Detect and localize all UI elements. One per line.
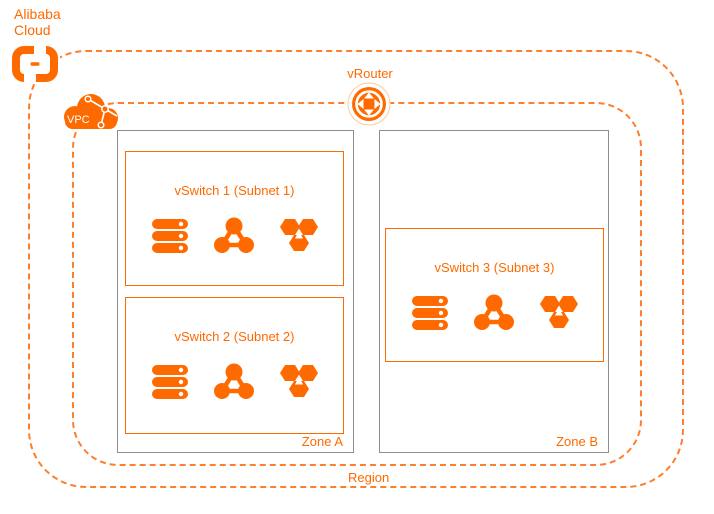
hexagon-cluster-icon — [279, 364, 318, 397]
vswitch-3: vSwitch 3 (Subnet 3) — [385, 228, 604, 362]
server-stack-icon — [411, 295, 448, 330]
vpc-label: VPC — [67, 114, 90, 126]
node-triangle-icon — [214, 217, 254, 254]
server-stack-icon — [151, 218, 188, 253]
zone-b-label: Zone B — [556, 434, 598, 449]
vrouter-label: vRouter — [347, 66, 393, 81]
vswitch-2: vSwitch 2 (Subnet 2) — [125, 297, 344, 434]
zone-b: vSwitch 3 (Subnet 3) Zone B — [379, 130, 609, 453]
vswitch-3-resources — [386, 294, 603, 331]
vpc-cloud-icon: VPC — [64, 94, 118, 129]
region-boundary — [28, 50, 684, 488]
vswitch-2-title: vSwitch 2 (Subnet 2) — [174, 329, 295, 344]
vswitch-1-title: vSwitch 1 (Subnet 1) — [174, 183, 295, 198]
hexagon-cluster-icon — [539, 295, 578, 328]
node-triangle-icon — [474, 294, 514, 331]
vswitch-1-resources — [126, 217, 343, 254]
hexagon-cluster-icon — [279, 218, 318, 251]
server-stack-icon — [151, 364, 188, 399]
vswitch-3-title: vSwitch 3 (Subnet 3) — [434, 260, 555, 275]
zone-a: vSwitch 1 (Subnet 1) vSwitch 2 (Subnet 2… — [117, 130, 354, 453]
vswitch-2-resources — [126, 363, 343, 400]
node-triangle-icon — [214, 363, 254, 400]
vrouter-icon — [347, 82, 391, 126]
brand: Alibaba Cloud — [14, 6, 61, 38]
vswitch-1: vSwitch 1 (Subnet 1) — [125, 151, 344, 286]
brand-line-1: Alibaba — [14, 6, 61, 22]
zone-a-label: Zone A — [301, 434, 343, 449]
region-label: Region — [348, 470, 390, 485]
brand-line-2: Cloud — [14, 22, 51, 38]
alibaba-cloud-logo-icon — [10, 44, 60, 84]
